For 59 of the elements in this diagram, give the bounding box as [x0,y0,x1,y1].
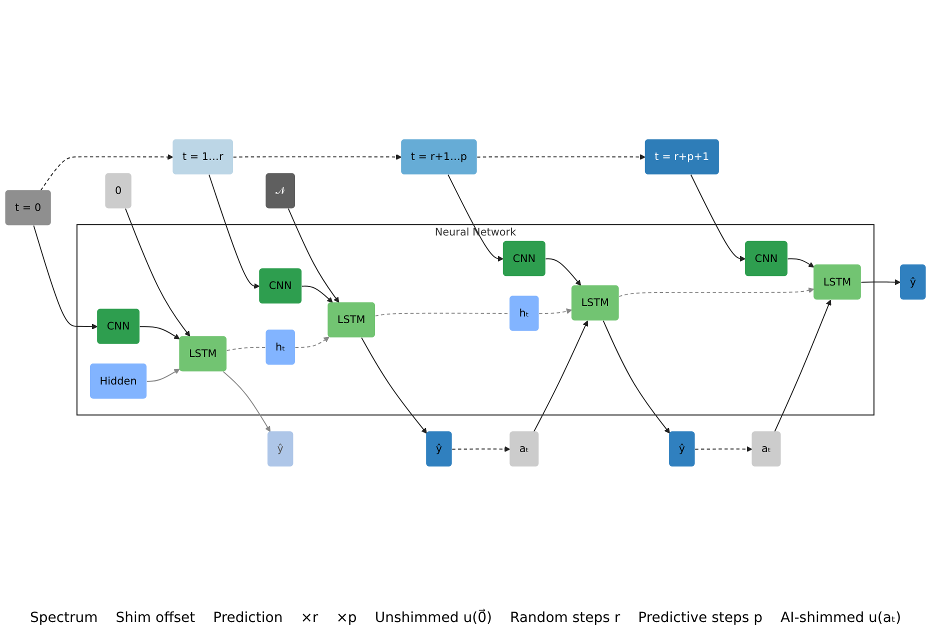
row-label: ×r [300,610,318,626]
node-box: ŷ [426,431,452,467]
node-box: t = r+p+1 [644,139,719,175]
node-box: aₜ [510,431,539,467]
node-box: 𝒩 [266,173,296,208]
arrow [33,225,98,330]
arrow [288,208,340,303]
row-label: AI-shimmed u(aₜ) [780,610,902,626]
arrow [476,154,646,160]
node-box: LSTM [179,336,227,372]
node-box: LSTM [571,285,619,321]
arrow [146,368,180,382]
arrow [774,300,832,432]
node-box: hₜ [510,296,539,332]
node-box: hₜ [266,330,295,365]
node-box: LSTM [328,302,376,338]
node-box: CNN [259,268,302,304]
node-box: CNN [97,308,140,344]
row-label: Predictive steps p [638,610,763,626]
row-label: Shim offset [116,610,196,626]
arrow [787,258,814,268]
arrow [448,174,504,262]
arrow [294,336,330,348]
arrow [694,446,752,452]
arrow [139,326,180,340]
row-label: Prediction [213,610,283,626]
arrow [860,279,901,286]
arrow [125,208,190,337]
arrow [690,174,746,262]
row-label: Random steps r [510,610,620,626]
arrow [301,286,333,303]
arrow [618,288,814,298]
node-box: ŷ [900,264,926,300]
node-box: 0 [105,173,132,208]
arrow [538,308,572,314]
arrow [222,371,270,432]
arrow [361,337,427,434]
arrow [533,320,588,432]
node-box: CNN [502,241,546,276]
arrow [602,320,670,434]
row-label: Spectrum [30,610,98,626]
node-box: ŷ [267,431,294,467]
arrow [232,154,402,160]
row-label: Unshimmed u(0⃗) [374,610,492,626]
arrow [40,154,174,192]
node-box: t = 1…r [172,139,234,175]
node-box: LSTM [814,264,861,300]
connector [226,347,267,352]
arrow [545,258,582,286]
row-label: ×p [336,610,357,626]
connector [374,312,510,317]
arrow [208,174,260,290]
node-box: Hidden [90,364,147,399]
node-box: t = r+1…p [401,139,477,175]
node-box: aₜ [752,431,781,467]
node-box: CNN [745,241,788,276]
node-box: t = 0 [5,190,51,226]
arrow [452,446,510,452]
node-box: ŷ [669,431,695,467]
